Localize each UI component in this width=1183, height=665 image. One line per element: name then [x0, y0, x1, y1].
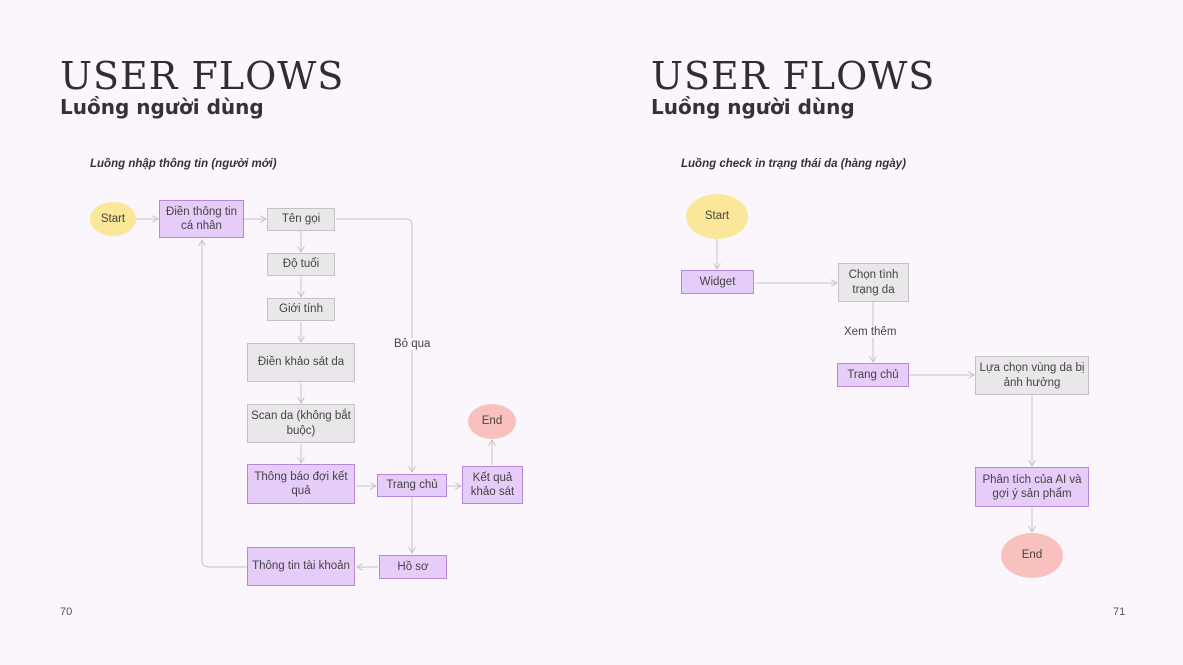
- page-number-left: 70: [60, 606, 73, 618]
- end-node-right: End: [1001, 533, 1063, 578]
- node-profile: Hồ sơ: [379, 555, 447, 579]
- node-age: Độ tuổi: [267, 253, 335, 276]
- node-survey-result: Kết quả khảo sát: [462, 466, 523, 504]
- page-number-right: 71: [1113, 606, 1126, 618]
- page-title-right: USER FLOWS: [651, 54, 936, 98]
- node-home: Trang chủ: [377, 474, 447, 497]
- node-widget: Widget: [681, 270, 754, 294]
- node-choose-skin-state: Chọn tình trạng da: [838, 263, 909, 302]
- node-skin-survey: Điền khảo sát da: [247, 343, 355, 382]
- flow-title-left: Luồng nhập thông tin (người mới): [90, 158, 277, 170]
- start-node: Start: [90, 202, 136, 236]
- node-affected-area: Lựa chọn vùng da bị ảnh hưởng: [975, 356, 1089, 395]
- page-subtitle-right: Luồng người dùng: [651, 95, 855, 119]
- node-wait-result: Thông báo đợi kết quả: [247, 464, 355, 504]
- node-name: Tên gọi: [267, 208, 335, 231]
- edge-account-to-info: [202, 240, 247, 568]
- node-gender: Giới tính: [267, 298, 335, 321]
- edge-name-skip-to-home: [336, 218, 412, 472]
- edge-label-see-more: Xem thêm: [842, 326, 899, 338]
- node-personal-info: Điền thông tin cá nhân: [159, 200, 244, 238]
- start-node-right: Start: [686, 194, 748, 239]
- page-title-left: USER FLOWS: [60, 54, 345, 98]
- edge-label-skip: Bỏ qua: [392, 338, 433, 350]
- node-account-info: Thông tin tài khoản: [247, 547, 355, 586]
- node-skin-scan: Scan da (không bắt buộc): [247, 404, 355, 443]
- end-node: End: [468, 404, 516, 439]
- flow-title-right: Luồng check in trạng thái da (hàng ngày): [681, 158, 906, 170]
- node-ai-analysis: Phân tích của AI và gợi ý sản phẩm: [975, 467, 1089, 507]
- page-subtitle-left: Luồng người dùng: [60, 95, 264, 119]
- node-home-right: Trang chủ: [837, 363, 909, 387]
